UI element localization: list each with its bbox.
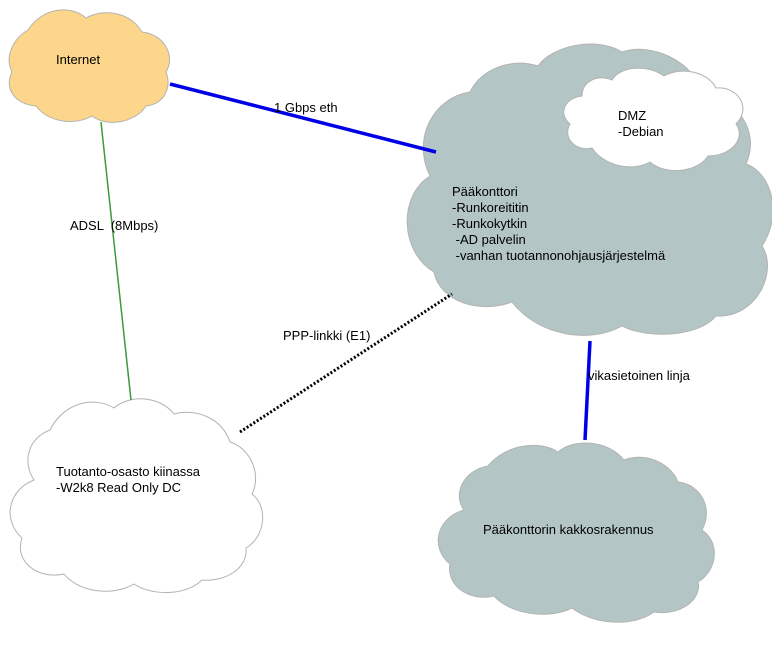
production-title: Tuotanto-osasto kiinassa (56, 464, 201, 479)
ppp-link-label: PPP-linkki (E1) (283, 328, 371, 343)
ppp-link-line (239, 292, 453, 434)
production-cloud (9, 398, 264, 594)
production-item: -W2k8 Read Only DC (56, 480, 181, 495)
eth-link-line (169, 82, 437, 154)
backup-link-label: vikasietoinen linja (588, 368, 690, 383)
production-label: Tuotanto-osasto kiinassa -W2k8 Read Only… (56, 464, 200, 496)
hq-title: Pääkonttori (452, 184, 518, 199)
hq-item: -Runkokytkin (452, 216, 528, 231)
backup-link-line (583, 340, 592, 441)
hq-item: -AD palvelin (452, 232, 526, 247)
backup-building-title: Pääkonttorin kakkosrakennus (483, 522, 654, 537)
dmz-item: -Debian (618, 124, 664, 139)
adsl-link-label: ADSL (8Mbps) (70, 218, 159, 233)
dmz-cloud (563, 67, 744, 172)
adsl-link-line (100, 121, 132, 401)
eth-link-label: 1 Gbps eth (274, 100, 338, 115)
dmz-title: DMZ (618, 108, 647, 123)
dmz-label: DMZ -Debian (618, 108, 664, 140)
hq-item: -vanhan tuotannonohjausjärjestelmä (452, 248, 666, 263)
internet-title: Internet (56, 52, 101, 67)
internet-cloud (8, 9, 171, 123)
backup-building-cloud (437, 442, 715, 623)
hq-label: Pääkonttori -Runkoreititin -Runkokytkin … (452, 184, 665, 264)
hq-item: -Runkoreititin (452, 200, 529, 215)
